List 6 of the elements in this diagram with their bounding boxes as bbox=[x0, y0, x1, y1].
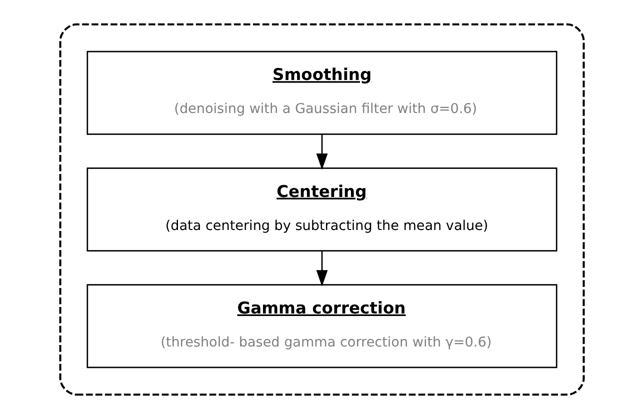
arrow bbox=[316, 134, 328, 170]
cluster bbox=[59, 23, 585, 396]
node-box: Gamma correction (threshold- based gamma correction with γ=0.6) bbox=[86, 284, 558, 368]
node-box: Centering (data centering by subtracting the mean value) bbox=[86, 167, 558, 252]
arrow bbox=[316, 251, 328, 286]
node-box: Smoothing (denoising with a Gaussian filter with σ=0.6) bbox=[86, 50, 558, 135]
